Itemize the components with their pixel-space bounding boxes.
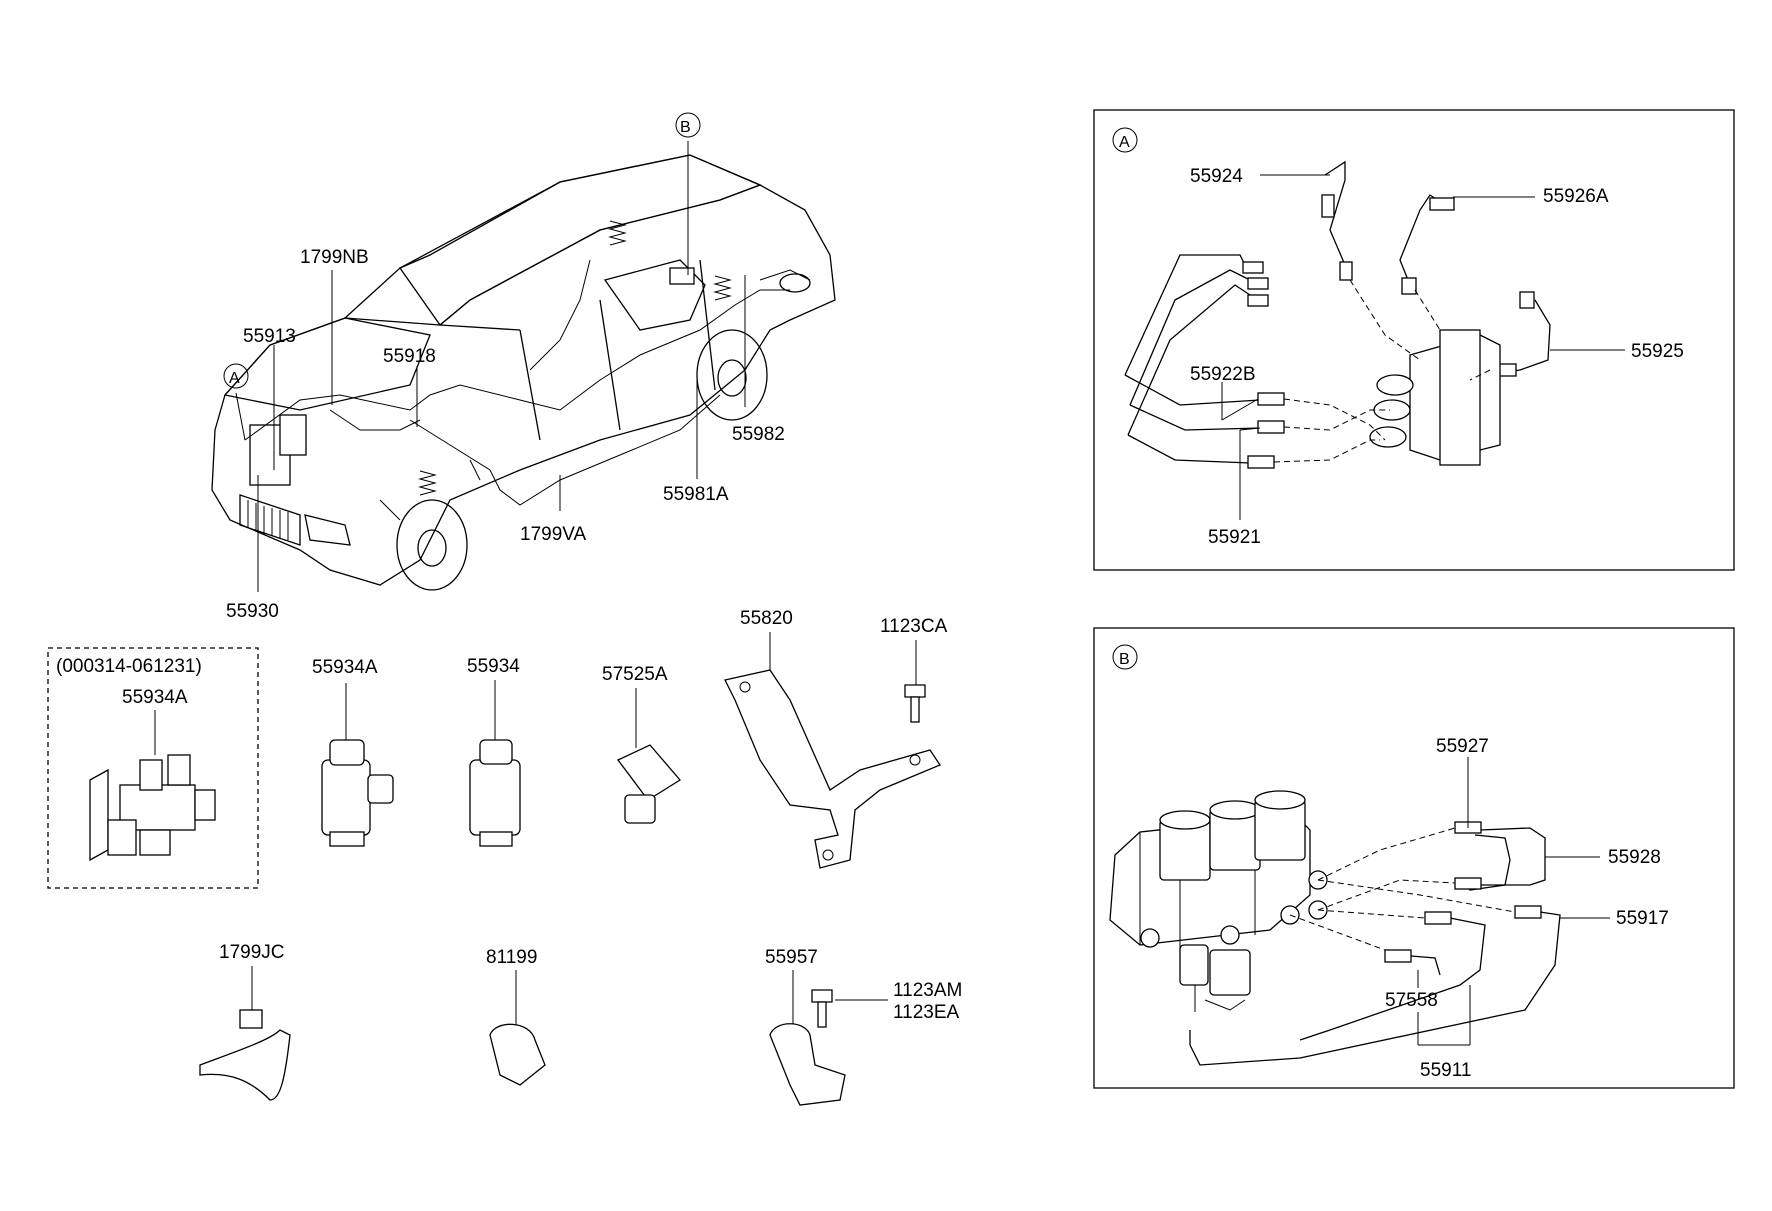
label-55930: 55930 [226,601,279,622]
label-55918: 55918 [383,346,436,367]
label-81199: 81199 [486,947,537,968]
label-55913: 55913 [243,326,296,347]
detail-B-frame [1093,627,1735,1089]
label-55820: 55820 [740,608,793,629]
label-1123AM: 1123AM [893,980,962,1001]
label-55981A: 55981A [663,484,729,505]
label-55982: 55982 [732,424,785,445]
bolt-1123CA [904,684,926,723]
car-illustration [211,154,836,591]
bolt-1123AM [811,989,833,1028]
label-55934: 55934 [467,656,520,677]
clip-81199 [489,1023,546,1086]
tie-1799JC [199,1009,291,1101]
detail-B-marker: B [1119,651,1130,668]
valve-55934A [321,739,394,847]
detail-B-drawing [1109,790,1561,1066]
label-55922B: 55922B [1190,364,1256,385]
label-55921: 55921 [1208,527,1261,548]
label-1123CA: 1123CA [880,616,948,637]
label-55934A: 55934A [312,657,378,678]
label-1799NB: 1799NB [300,247,369,268]
label-55927: 55927 [1436,736,1489,757]
label-55917: 55917 [1616,908,1669,929]
valve-55934 [469,739,521,847]
label-1799JC: 1799JC [219,942,285,963]
label-55934A-boxed: 55934A [122,687,188,708]
label-55957: 55957 [765,947,818,968]
detail-B-callouts [1417,757,1610,1046]
label-55924: 55924 [1190,166,1243,187]
label-55926A: 55926A [1543,186,1609,207]
label-55925: 55925 [1631,341,1684,362]
detail-A-marker: A [1119,134,1130,151]
clip-57525A [617,744,681,824]
label-55911: 55911 [1420,1060,1471,1081]
label-1799VA: 1799VA [520,524,587,545]
label-55928: 55928 [1608,847,1661,868]
detail-A-callouts [1221,174,1625,520]
label-date-range: (000314-061231) [56,656,202,677]
label-1123EA: 1123EA [893,1002,960,1023]
label-57525A: 57525A [602,664,668,685]
valve-55934A-boxed [89,754,216,862]
bracket-55957 [769,1023,846,1106]
main-callouts [223,112,746,592]
marker-B-main: B [680,119,691,136]
detail-A-drawing [1124,160,1551,469]
label-57558: 57558 [1385,990,1438,1011]
detail-A-frame [1093,109,1735,571]
bracket-55820 [724,669,941,869]
marker-A-main: A [229,370,240,387]
